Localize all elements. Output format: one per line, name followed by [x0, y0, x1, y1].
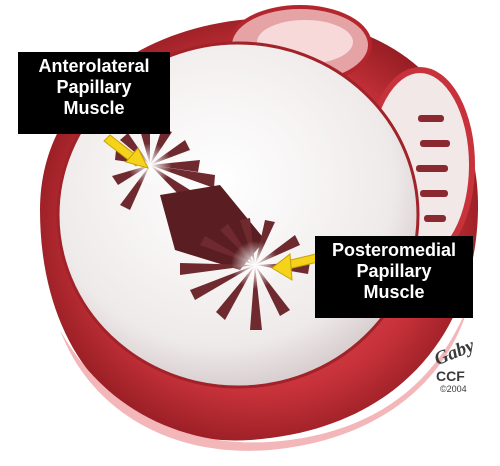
institution-mark: CCF [436, 368, 465, 384]
anterolateral-label-line-2: Papillary [56, 77, 132, 97]
posteromedial-highlight [231, 241, 279, 289]
posteromedial-label-line-1: Posteromedial [331, 240, 457, 260]
anterolateral-papillary-muscle-label: Anterolateral Papillary Muscle [18, 52, 170, 134]
anterolateral-label-line-3: Muscle [63, 98, 125, 118]
anterolateral-label-line-1: Anterolateral [38, 56, 150, 76]
posteromedial-label-line-3: Muscle [363, 282, 425, 302]
posteromedial-papillary-muscle-label: Posteromedial Papillary Muscle [315, 236, 473, 318]
copyright-year: ©2004 [440, 384, 467, 394]
posteromedial-label-line-2: Papillary [356, 261, 432, 281]
anterolateral-pointer-arrow [103, 134, 149, 169]
right-ventricle-trabeculae [416, 115, 450, 222]
